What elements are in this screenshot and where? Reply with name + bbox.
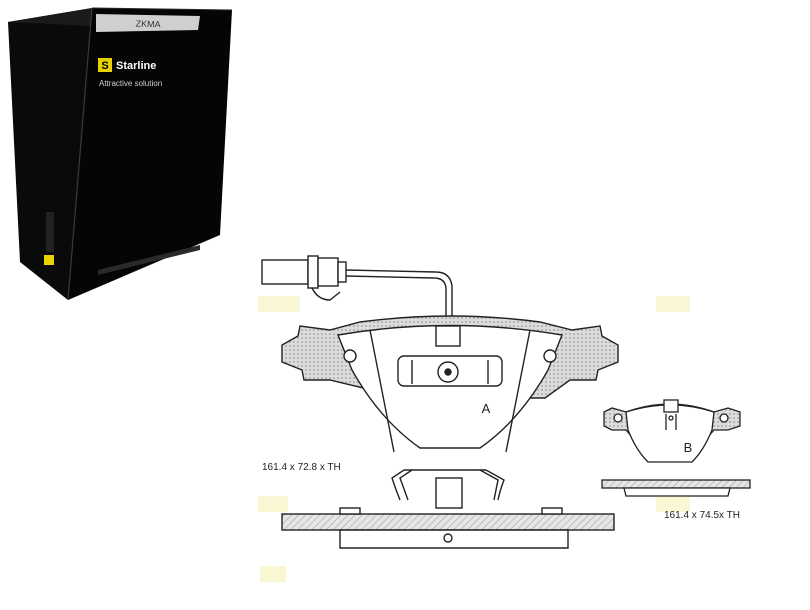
label-a: A [482, 401, 491, 416]
pad-b-side-friction [623, 487, 731, 497]
dimension-a: 161.4 x 72.8 x TH [262, 462, 341, 473]
pad-a-side-plate [281, 513, 615, 531]
pad-a-friction-material [337, 324, 563, 449]
label-b: B [684, 440, 693, 455]
pad-a-center-clip [397, 325, 503, 387]
pad-a-side-friction [339, 529, 569, 549]
box-bottom-strip [98, 245, 200, 275]
pad-b-side-plate [601, 479, 751, 489]
logo-s-badge [98, 58, 112, 72]
brake-pad-a-side [281, 469, 615, 549]
vertical-logo [44, 212, 54, 265]
packaging-box: ZKMA S Starline Attractive solution [8, 7, 233, 301]
brand-name: Starline [116, 60, 156, 72]
brand-logo: S Starline Attractive solution [98, 58, 162, 88]
pad-b-friction-material [625, 404, 715, 463]
wear-sensor [261, 255, 453, 318]
box-front-face [8, 8, 92, 300]
logo-s-mark: S [101, 60, 108, 72]
box-top-text: ZKMA [135, 19, 160, 30]
brake-pad-b [603, 399, 741, 463]
box-top-label [96, 14, 200, 32]
brand-tagline: Attractive solution [99, 79, 162, 88]
box-side-face [68, 8, 232, 300]
brake-pad-b-side [601, 479, 751, 497]
brake-pad-a [261, 255, 619, 453]
dimension-b: 161.4 x 74.5x TH [664, 510, 740, 521]
